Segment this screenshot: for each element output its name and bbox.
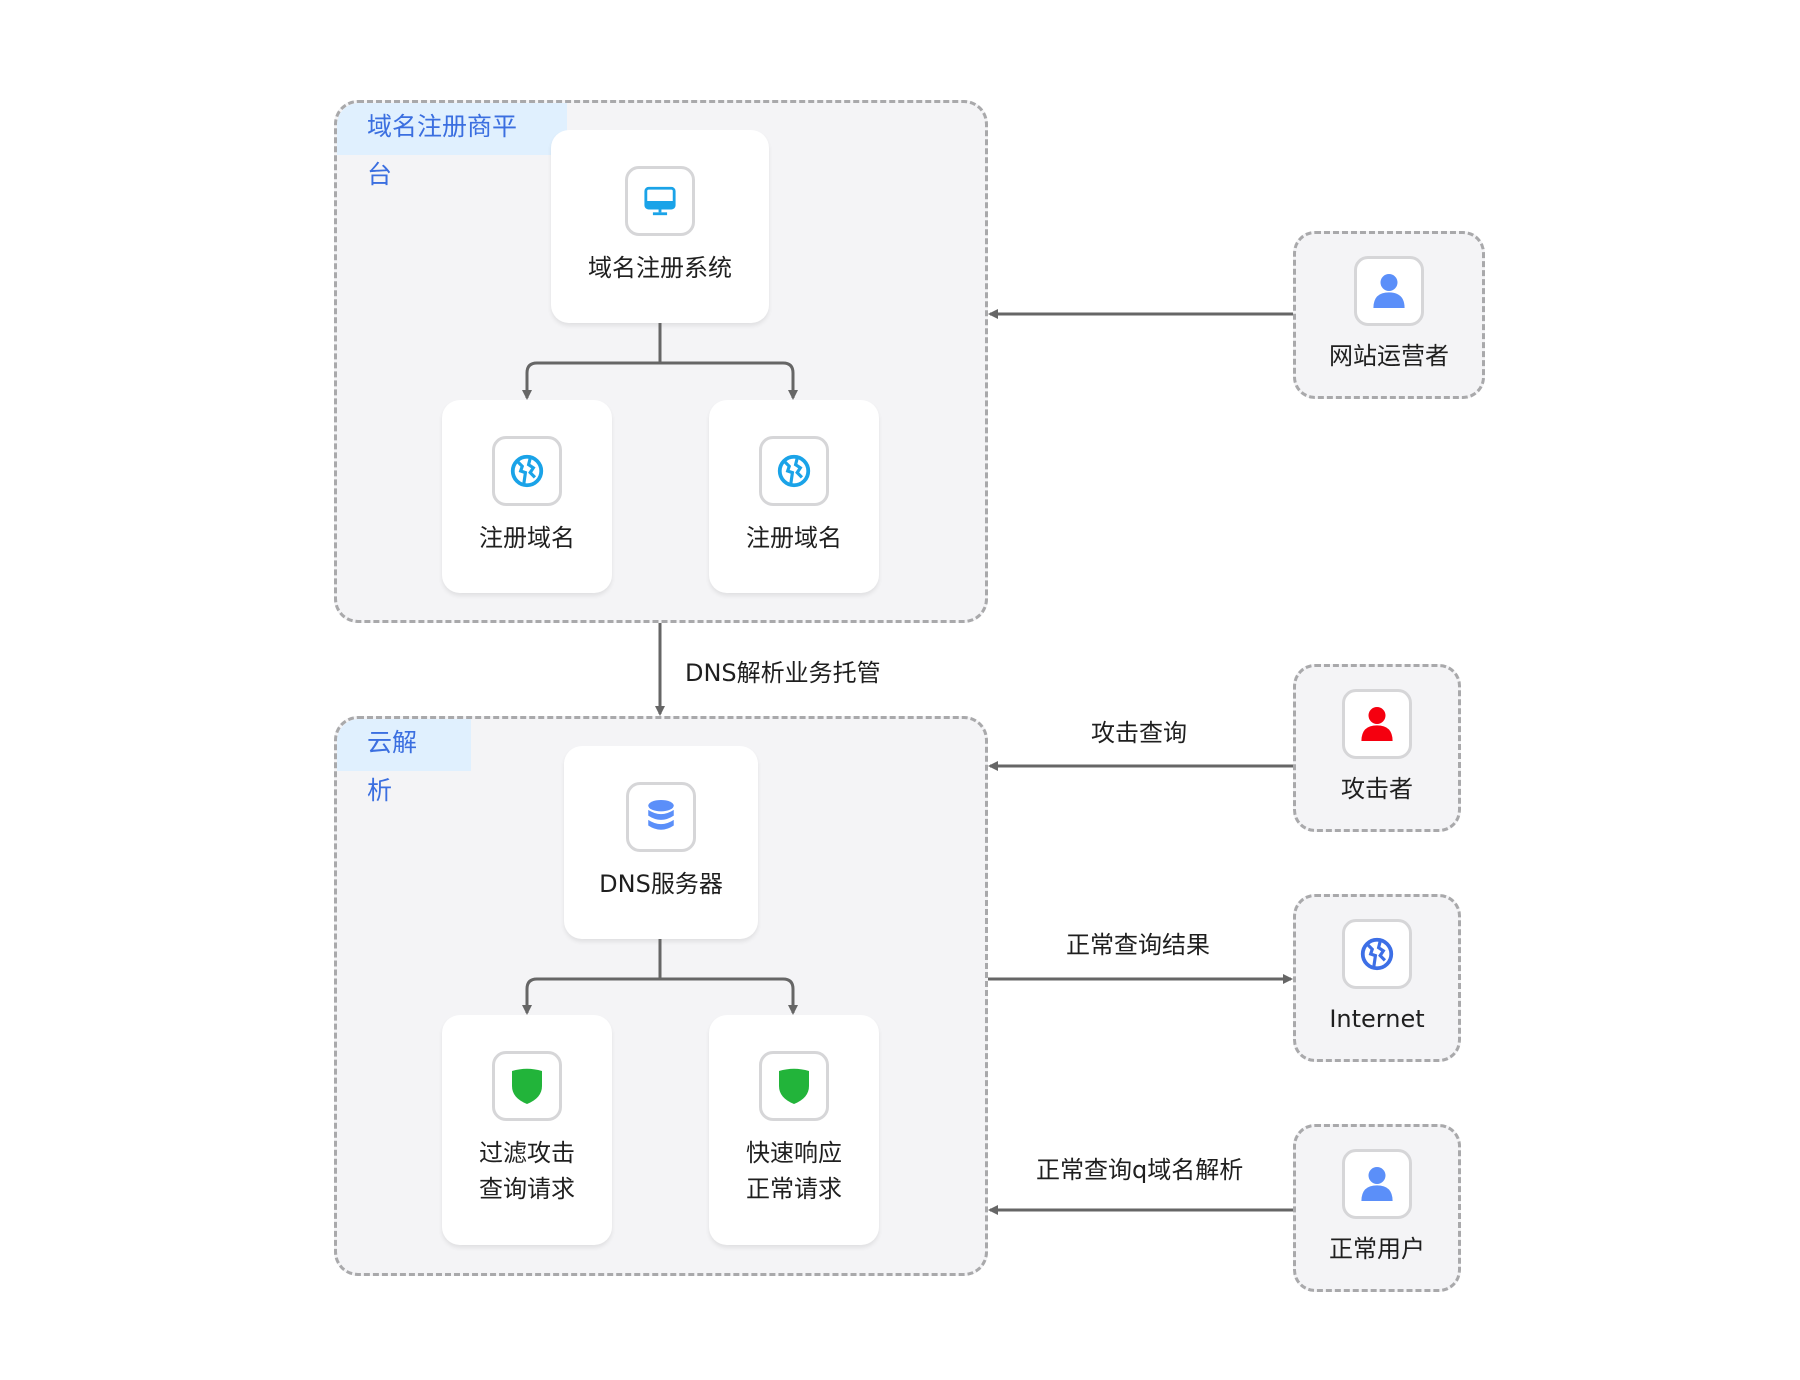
attack-query-edge-label: 攻击查询	[1091, 719, 1187, 747]
fast-response-card[interactable]: 快速响应 正常请求	[709, 1015, 879, 1245]
monitor-icon-box	[625, 166, 695, 236]
normal-query-edge-label: 正常查询q域名解析	[1036, 1156, 1244, 1184]
shield-icon-box	[492, 1051, 562, 1121]
normal-result-edge-label: 正常查询结果	[1066, 931, 1210, 959]
fast-response-label-line2: 正常请求	[746, 1175, 842, 1203]
domain-registration-system-label: 域名注册系统	[588, 254, 732, 282]
filter-attack-label-line1: 过滤攻击	[479, 1139, 575, 1167]
monitor-icon	[644, 186, 676, 216]
user-icon-box	[1354, 256, 1424, 326]
normal-user-label: 正常用户	[1329, 1235, 1425, 1263]
globe-icon-box	[492, 436, 562, 506]
registered-domain-card-1[interactable]: 注册域名	[442, 400, 612, 593]
registered-domain-label-2: 注册域名	[746, 524, 842, 552]
globe-icon-box	[759, 436, 829, 506]
database-icon	[648, 800, 674, 830]
globe-icon	[510, 454, 544, 488]
registered-domain-card-2[interactable]: 注册域名	[709, 400, 879, 593]
fast-response-label-line1: 快速响应	[746, 1139, 842, 1167]
filter-attack-card[interactable]: 过滤攻击 查询请求	[442, 1015, 612, 1245]
dns-server-card[interactable]: DNS服务器	[564, 746, 758, 939]
registrar-platform-label: 域名注册商平台	[337, 103, 567, 189]
filter-attack-label-line2: 查询请求	[479, 1175, 575, 1203]
dns-server-label: DNS服务器	[599, 870, 723, 898]
attacker-actor[interactable]: 攻击者	[1293, 664, 1461, 832]
shield-icon	[512, 1068, 542, 1104]
website-operator-actor[interactable]: 网站运营者	[1293, 231, 1485, 399]
cloud-dns-label: 云解析	[337, 719, 471, 805]
website-operator-label: 网站运营者	[1329, 342, 1449, 370]
globe-icon	[1360, 937, 1394, 971]
user-icon-box	[1342, 689, 1412, 759]
attacker-label: 攻击者	[1341, 775, 1413, 803]
shield-icon	[779, 1068, 809, 1104]
normal-user-actor[interactable]: 正常用户	[1293, 1124, 1461, 1292]
internet-actor[interactable]: Internet	[1293, 894, 1461, 1062]
internet-label: Internet	[1329, 1005, 1425, 1033]
user-icon-box	[1342, 1149, 1412, 1219]
globe-icon-box	[1342, 919, 1412, 989]
user-icon	[1361, 1167, 1393, 1201]
globe-icon	[777, 454, 811, 488]
registered-domain-label-1: 注册域名	[479, 524, 575, 552]
shield-icon-box	[759, 1051, 829, 1121]
hosting-edge-label: DNS解析业务托管	[685, 659, 881, 687]
domain-registration-system-card[interactable]: 域名注册系统	[551, 130, 769, 323]
user-icon	[1373, 274, 1405, 308]
database-icon-box	[626, 782, 696, 852]
attacker-user-icon	[1361, 707, 1393, 741]
